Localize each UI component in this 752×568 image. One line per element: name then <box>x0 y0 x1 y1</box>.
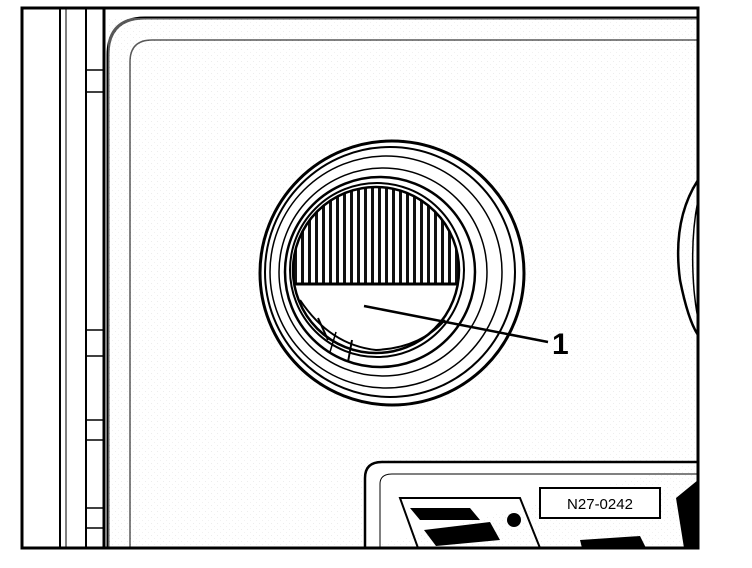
left-rail <box>59 8 106 548</box>
lens-assembly <box>258 139 526 407</box>
figure-code-box: N27-0242 <box>539 487 661 519</box>
figure-code: N27-0242 <box>567 496 633 513</box>
frame-border <box>20 6 700 550</box>
label-plate <box>363 460 698 548</box>
callout-leader-line <box>363 304 549 344</box>
callout-label: 1 <box>552 328 569 361</box>
